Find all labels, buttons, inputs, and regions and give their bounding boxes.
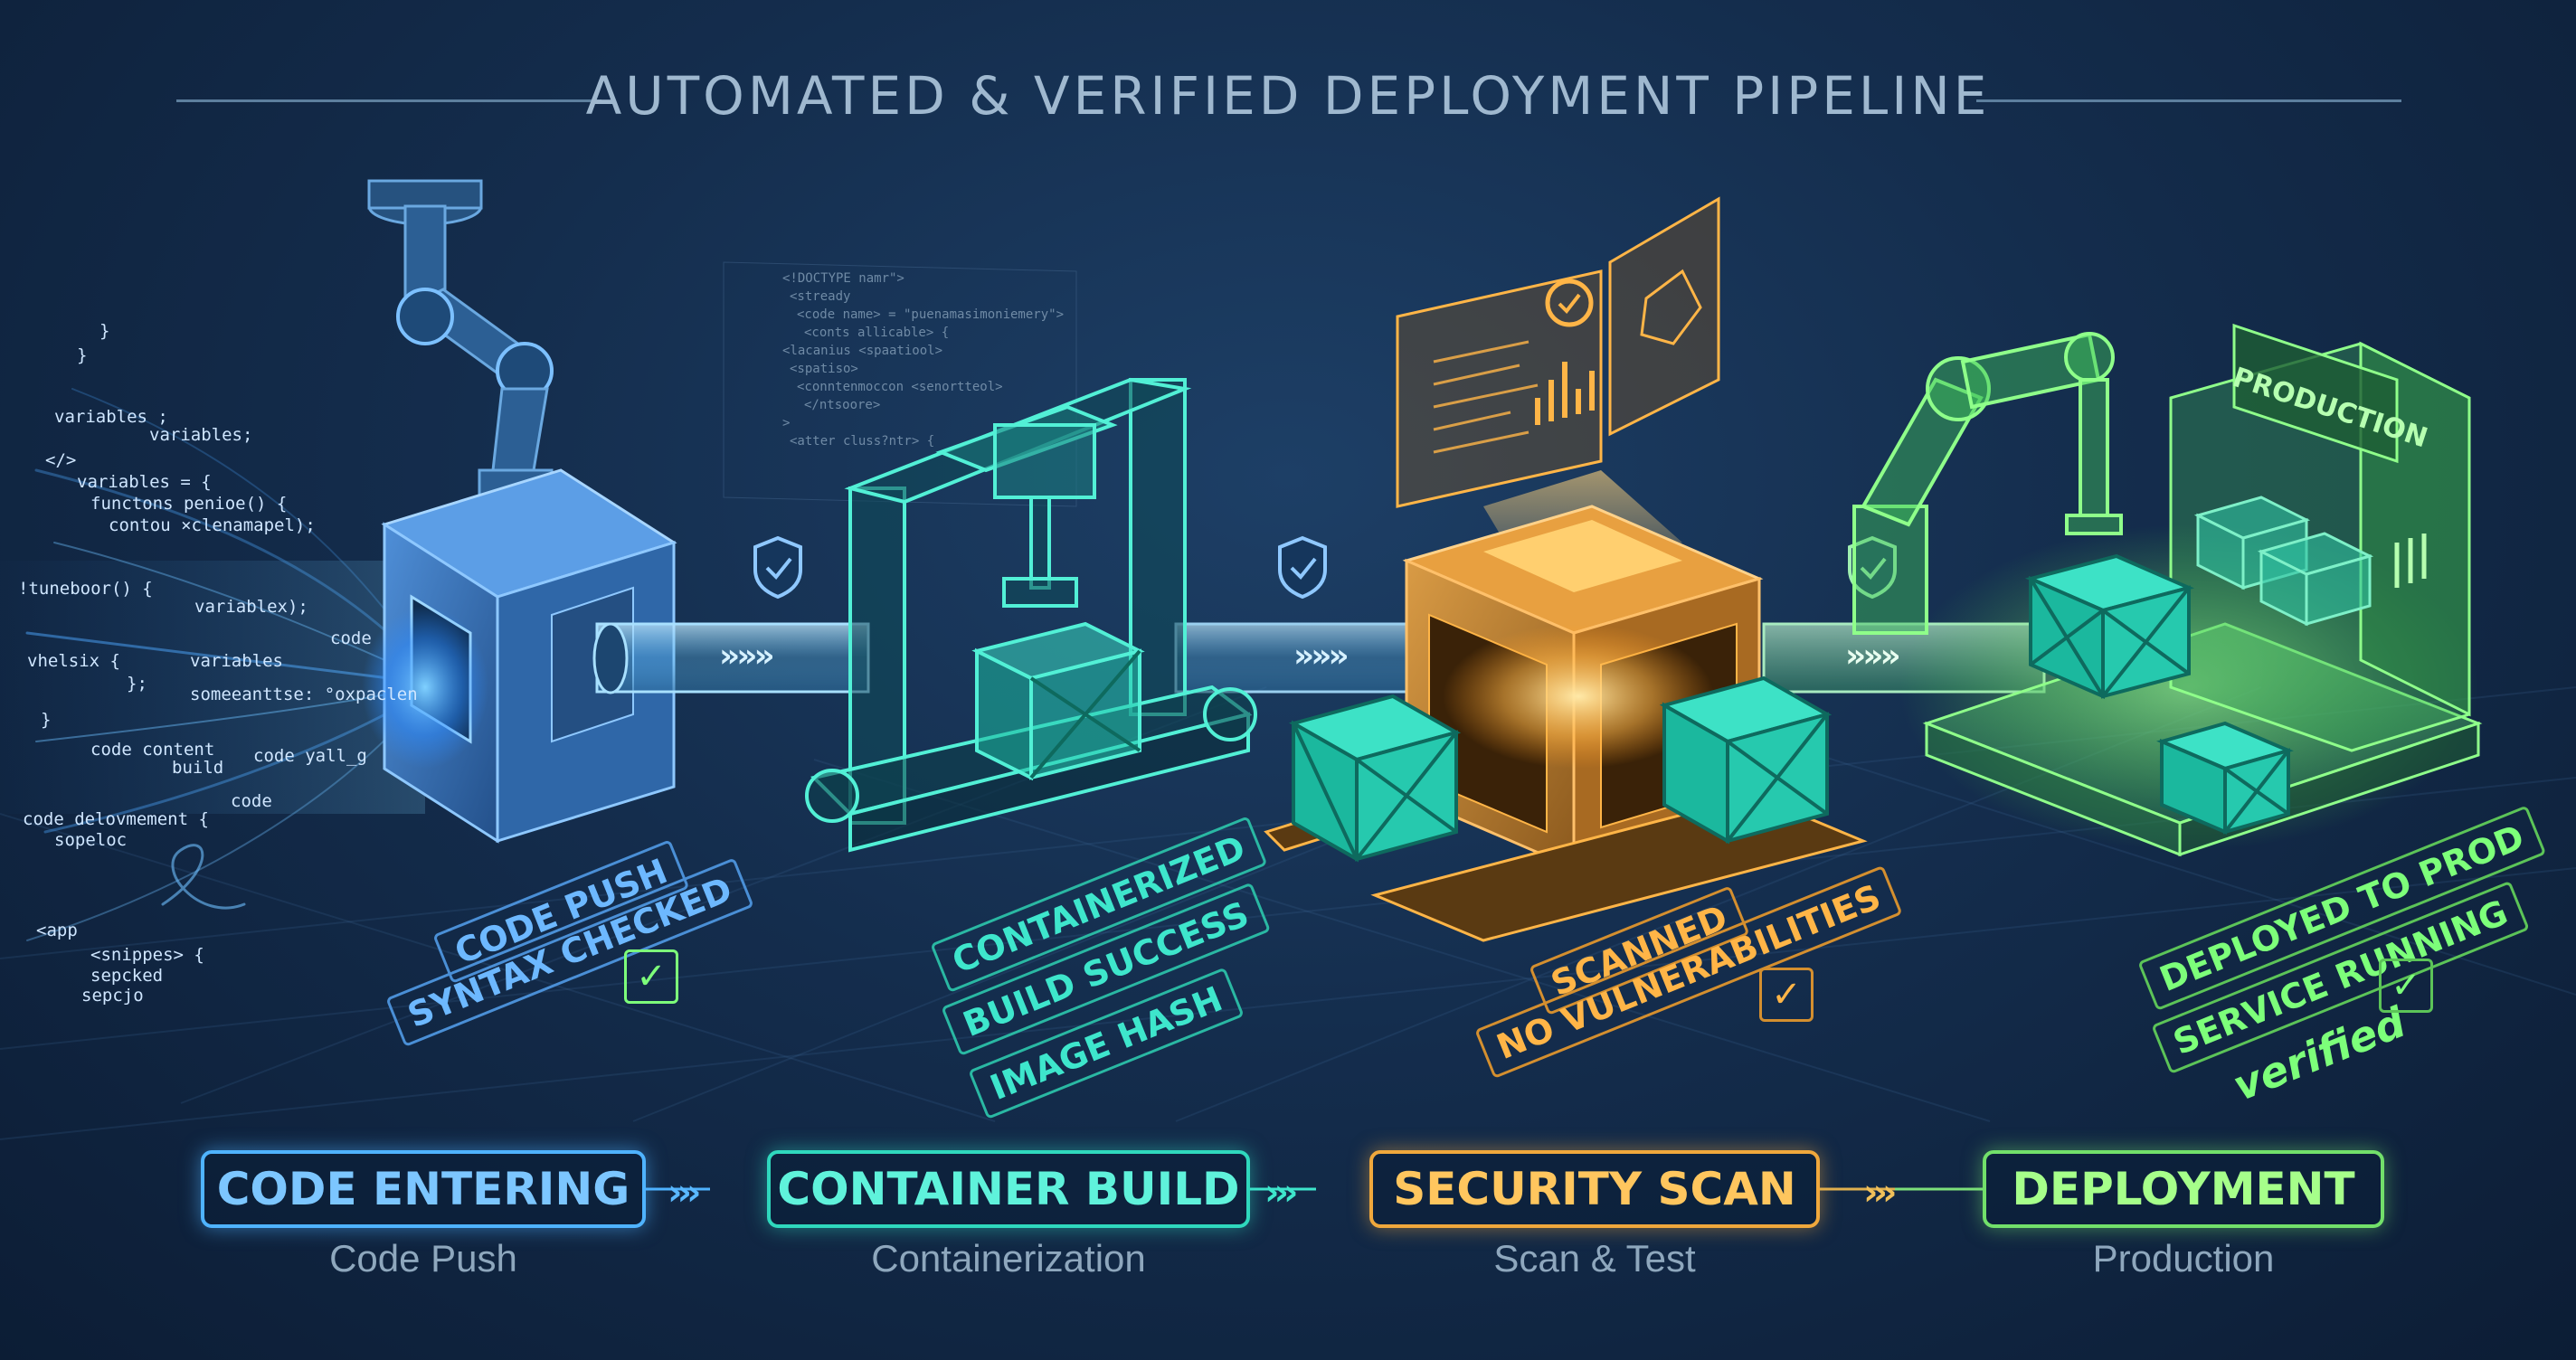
code-panel-line: <atter cluss?ntr> { [790,434,935,449]
container-crate [1288,694,1462,863]
code-panel-line: <stready [790,289,851,304]
code-snippet-line: someeanttse: °oxpaclen [190,685,418,704]
code-snippet-line: }; [127,674,147,694]
flow-arrow: ››› [668,1172,702,1214]
code-snippet-line: </> [45,450,77,470]
code-snippet-line: } [99,321,110,341]
stage-container-build-sub: Containerization [871,1237,1146,1280]
stage-code-entering: CODE ENTERING [201,1150,646,1228]
code-snippet-line: contou ×clenamapel); [109,515,316,535]
code-panel [723,261,1077,507]
code-snippet-line: code content [90,740,215,760]
code-snippet-line: variables [190,651,283,671]
check-icon: ✓ [2379,959,2433,1013]
holo-dashboard [1396,196,1720,508]
code-snippet-line: code [231,791,272,811]
code-snippet-line: vhelsix { [27,651,120,671]
code-snippet-line: sopeloc [54,830,128,850]
code-panel-line: > [782,416,791,430]
container-build-machine [805,377,1257,853]
stage-deployment: DEPLOYMENT [1983,1150,2384,1228]
flow-arrow: ››› [1863,1172,1898,1214]
shield-icon [1848,535,1897,600]
code-stream-glow [0,561,425,814]
title-rule-right [1976,99,2401,102]
title-rule-left [176,99,601,102]
code-snippet-line: variables = { [77,472,212,492]
code-panel-line: <!DOCTYPE namr"> [782,271,904,286]
check-icon: ✓ [624,949,678,1004]
pipe-arrows: »»» [1845,638,1901,675]
code-snippet-line: functons penioe() { [90,494,288,514]
code-snippet-line: code yall_g [253,746,367,766]
deployment-station [1852,323,2483,857]
container-crate [1659,675,1833,845]
stage-security-scan: SECURITY SCAN [1369,1150,1820,1228]
code-snippet-line: sepcked [90,966,164,986]
code-panel-line: <conts allicable> { [804,326,950,340]
check-icon: ✓ [1759,968,1814,1022]
code-snippet-line: variables; [149,425,253,445]
stage-deployment-sub: Production [2092,1237,2275,1280]
flow-arrow: ››› [1264,1172,1299,1214]
code-snippet-line: !tuneboor() { [18,579,153,599]
code-entering-machine [362,179,677,844]
code-snippet-line: code delovmement { [23,809,209,829]
code-panel-line: <conntenmoccon <senortteol> [797,380,1003,394]
security-scan-machine [1264,196,1868,942]
pipe-arrows: »»» [719,638,775,675]
code-snippet-line: variables ; [54,407,168,427]
code-snippet-line: <snippes> { [90,945,204,965]
code-snippet-line: build [172,758,224,778]
stage-code-entering-sub: Code Push [329,1237,517,1280]
shield-icon [1278,535,1327,600]
code-panel-line: <lacanius <spaatiool> [782,344,943,358]
code-snippet-line: variablex); [194,597,308,617]
code-snippet-line: <app [36,921,78,940]
page-title: AUTOMATED & VERIFIED DEPLOYMENT PIPELINE [585,65,1991,127]
code-panel-line: <code name> = "puenamasimoniemery"> [797,307,1065,322]
code-snippet-line: sepcjo [81,986,144,1006]
stage-container-build: CONTAINER BUILD [767,1150,1250,1228]
code-panel-line: </ntsoore> [804,398,881,412]
code-snippet-line: code [330,628,372,648]
stage-security-scan-sub: Scan & Test [1493,1237,1696,1280]
code-snippet-line: } [41,710,52,730]
pipe-arrows: »»» [1293,638,1350,675]
code-panel-line: <spatiso> [790,362,858,376]
code-snippet-line: } [77,345,88,365]
shield-icon [753,535,802,600]
